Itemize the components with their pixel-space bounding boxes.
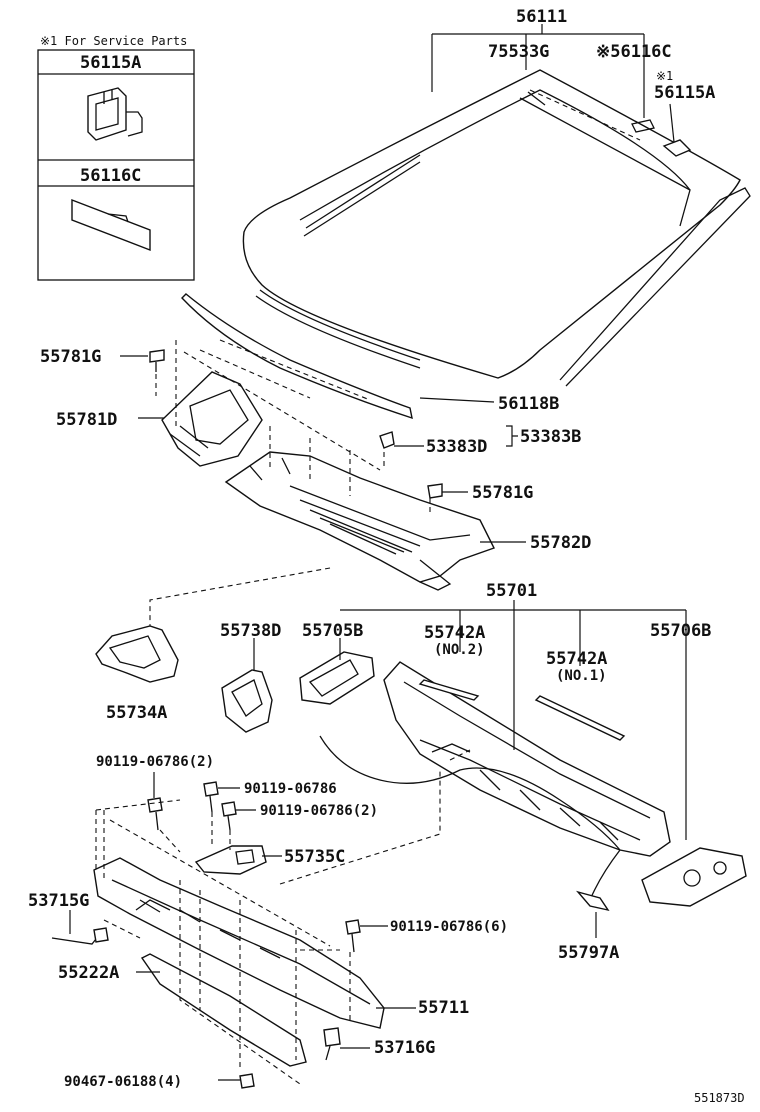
seal-55742A-no1: [534, 695, 626, 741]
label-55781D: 55781D: [56, 410, 117, 430]
label-90119-2-left: 90119-06786(2): [96, 754, 214, 770]
bracket-55735C: [194, 845, 267, 875]
cowl-top-ventilator-panel: [224, 451, 495, 591]
seal-55734A: [95, 625, 179, 683]
label-55782D: 55782D: [530, 533, 591, 553]
diagram-id: 551873D: [694, 1091, 745, 1105]
lower-moulding-upper: [259, 289, 421, 361]
side-moulding-right: [559, 187, 751, 387]
clip-on-glass: [662, 139, 692, 157]
label-56115A-top: 56115A: [654, 83, 715, 103]
label-55781G-left: 55781G: [40, 347, 101, 367]
pad-56116C-icon: [71, 198, 151, 252]
label-90119-2-right: 90119-06786(2): [260, 803, 378, 819]
harness-55797A: [319, 735, 621, 907]
clip-53383D-icon: [379, 431, 395, 449]
label-55705B: 55705B: [302, 621, 363, 641]
bolt-90467-icon: [239, 1073, 255, 1089]
bolt-90119-2-left-icon: [147, 797, 163, 831]
bracket-55781D: [161, 371, 263, 467]
windshield-glass: [242, 69, 741, 379]
weatherstrip-56118B: [181, 293, 413, 420]
cowl-panel-55701: [383, 661, 671, 857]
service-parts-frame: [37, 49, 195, 281]
label-53383D: 53383D: [426, 437, 487, 457]
label-90119-single: 90119-06786: [244, 781, 337, 797]
label-55738D: 55738D: [220, 621, 281, 641]
label-55742A-no2: 55742A: [424, 623, 485, 643]
label-55797A: 55797A: [558, 943, 619, 963]
label-53716G: 53716G: [374, 1038, 435, 1058]
clip-56115A-icon: [87, 87, 143, 141]
service-part-56115A: 56115A: [80, 53, 141, 73]
sensor-53716G: [323, 1027, 341, 1061]
label-55742A-no2-sub: (NO.2): [434, 642, 485, 658]
bolt-90119-2-right-icon: [221, 801, 237, 831]
label-90119-6: 90119-06786(6): [390, 919, 508, 935]
bolt-90119-single-icon: [203, 781, 219, 813]
clip-55781G-left-icon: [149, 349, 165, 372]
label-55706B: 55706B: [650, 621, 711, 641]
bracket-55706B: [641, 847, 747, 907]
seal-55742A-no2: [418, 679, 480, 701]
label-55222A: 55222A: [58, 963, 119, 983]
sensor-53715G: [51, 927, 109, 945]
label-55735C: 55735C: [284, 847, 345, 867]
label-55742A-no1: 55742A: [546, 649, 607, 669]
label-56116C-top: ※56116C: [596, 42, 672, 62]
label-90467: 90467-06188(4): [64, 1074, 182, 1090]
bracket-55738D: [221, 669, 273, 733]
label-55734A: 55734A: [106, 703, 167, 723]
label-53383B: 53383B: [520, 427, 581, 447]
seal-55222A: [140, 953, 307, 1067]
label-56111: 56111: [516, 7, 567, 27]
pad-on-glass: [631, 119, 655, 133]
cowl-lower-panel-55711: [93, 857, 385, 1029]
label-55701: 55701: [486, 581, 537, 601]
label-55781G-mid: 55781G: [472, 483, 533, 503]
label-55711: 55711: [418, 998, 469, 1018]
service-part-56116C: 56116C: [80, 166, 141, 186]
clip-55781G-mid-icon: [427, 483, 443, 499]
label-53715G: 53715G: [28, 891, 89, 911]
label-55742A-no1-sub: (NO.1): [556, 668, 607, 684]
bolt-90119-6-icon: [345, 919, 361, 953]
label-56118B: 56118B: [498, 394, 559, 414]
service-parts-header: ※1 For Service Parts: [40, 34, 187, 48]
bracket-55705B: [299, 651, 375, 705]
service-parts-box: ※1 For Service Parts 56115A 56116C: [37, 34, 195, 281]
label-service-mark: ※1: [656, 69, 673, 83]
label-75533G: 75533G: [488, 42, 549, 62]
